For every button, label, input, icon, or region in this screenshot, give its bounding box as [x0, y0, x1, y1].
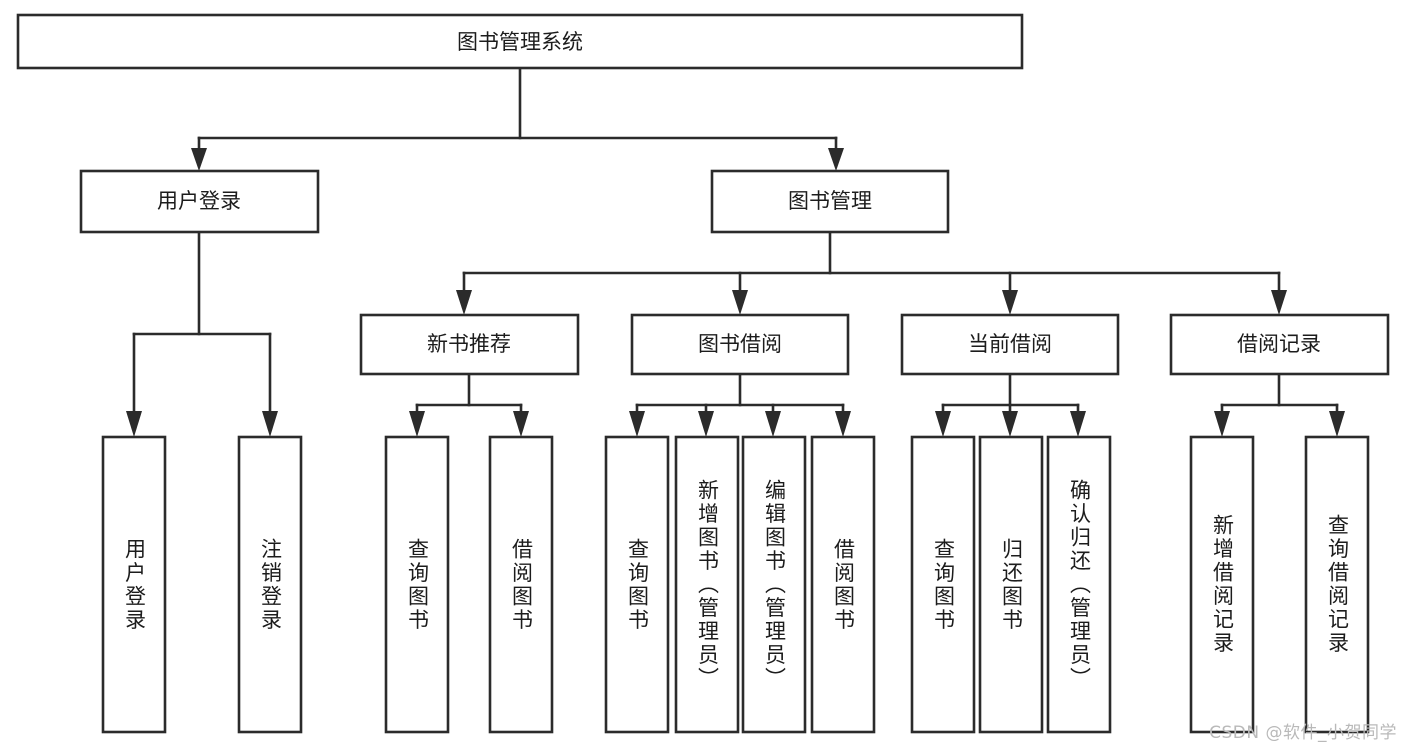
node-root[interactable]: 图书管理系统 [16, 13, 1024, 70]
leaf-node-logout[interactable] [237, 435, 303, 734]
connector-borrow-record-to-leaves [1214, 372, 1345, 437]
leaf-node-borrow-book-rec[interactable] [488, 435, 554, 734]
connector-book-mgmt-to-level3 [456, 230, 1287, 315]
node-borrow-record[interactable]: 借阅记录 [1169, 313, 1390, 376]
leaf-node-query-book-borrow[interactable] [604, 435, 670, 734]
node-book-borrow[interactable]: 图书借阅 [630, 313, 850, 376]
leaf-node-return-book[interactable] [978, 435, 1044, 734]
leaf-node-user-login[interactable] [101, 435, 167, 734]
leaf-node-edit-book-admin[interactable] [741, 435, 807, 734]
connector-new-book-to-leaves [409, 372, 529, 437]
leaf-node-query-borrow-record[interactable] [1304, 435, 1370, 734]
node-book-management[interactable]: 图书管理 [710, 169, 950, 234]
connector-borrow-to-leaves [629, 372, 851, 437]
leaf-node-confirm-return-admin[interactable] [1046, 435, 1112, 734]
node-new-book-recommend-label: 新书推荐 [427, 332, 511, 356]
node-current-borrow-label: 当前借阅 [968, 332, 1052, 356]
connector-root-to-level2 [191, 66, 844, 171]
connector-user-login-to-leaves [126, 230, 278, 437]
node-user-login-label: 用户登录 [157, 189, 241, 213]
leaf-node-query-book-current[interactable] [910, 435, 976, 734]
node-root-label: 图书管理系统 [457, 30, 583, 54]
connector-current-borrow-to-leaves [935, 372, 1086, 437]
leaf-node-add-borrow-record[interactable] [1189, 435, 1255, 734]
csdn-watermark: CSDN @软件_小贺同学 [1209, 723, 1397, 743]
node-book-borrow-label: 图书借阅 [698, 332, 782, 356]
leaf-node-borrow-book[interactable] [810, 435, 876, 734]
leaf-node-add-book-admin[interactable] [674, 435, 740, 734]
node-current-borrow[interactable]: 当前借阅 [900, 313, 1120, 376]
node-book-management-label: 图书管理 [788, 189, 872, 213]
node-new-book-recommend[interactable]: 新书推荐 [359, 313, 580, 376]
node-borrow-record-label: 借阅记录 [1237, 332, 1321, 356]
leaf-node-query-book-rec[interactable] [384, 435, 450, 734]
node-user-login[interactable]: 用户登录 [79, 169, 320, 234]
